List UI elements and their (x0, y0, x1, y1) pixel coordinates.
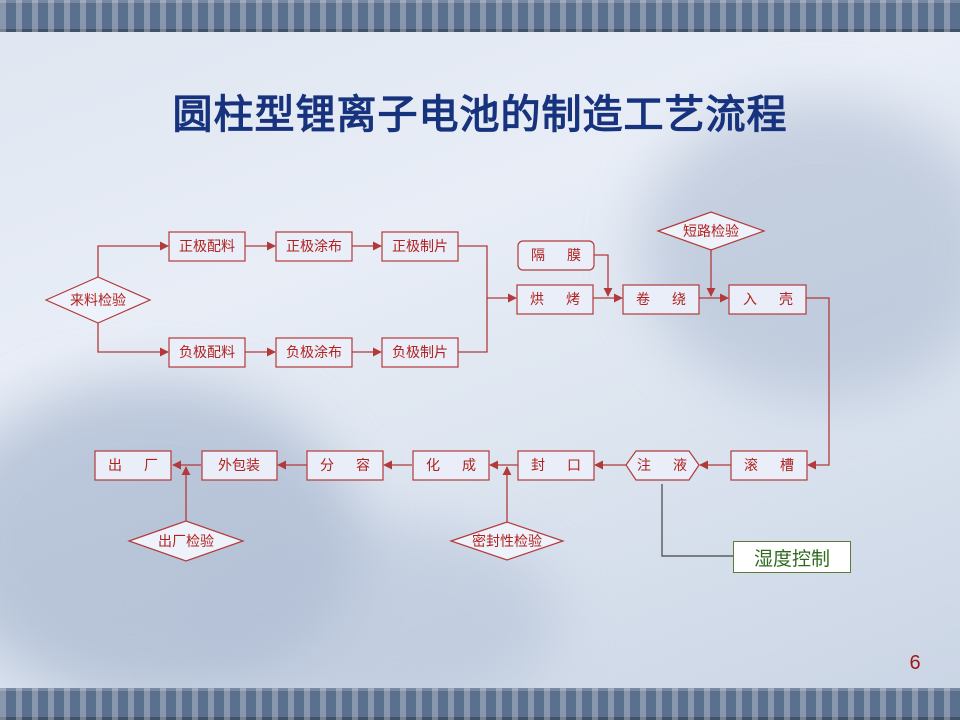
connector-cathode-sheet-merge (457, 245, 488, 298)
connector-separator-to-winding (594, 254, 613, 297)
node-anode-mixing-label: 负极配料 (179, 345, 235, 361)
node-winding-label: 卷绕 (636, 292, 708, 308)
node-sealing: 封口 (517, 450, 603, 481)
node-grooving: 滚槽 (730, 450, 816, 481)
node-separator-label: 隔膜 (531, 248, 603, 264)
node-baking-label: 烘烤 (530, 292, 602, 308)
node-anode-sheet-label: 负极制片 (392, 345, 448, 361)
node-casing-label: 入壳 (743, 291, 815, 308)
node-sealing-label: 封口 (531, 458, 603, 474)
node-anode-sheet: 负极制片 (381, 337, 459, 368)
connector-inspection-to-anode (97, 322, 169, 357)
node-packaging-label: 外包装 (218, 458, 260, 474)
node-outgoing-inspection-label: 出厂检验 (158, 534, 214, 550)
page-number: 6 (909, 652, 921, 674)
node-grading-label: 分容 (320, 457, 392, 474)
node-cathode-sheet-label: 正极制片 (392, 239, 448, 255)
node-cathode-sheet: 正极制片 (381, 231, 459, 262)
node-incoming-inspection: 来料检验 (44, 276, 152, 324)
node-casing: 入壳 (728, 284, 815, 315)
connector-humidity-control (661, 484, 733, 557)
node-short-circuit-check-label: 短路检验 (683, 224, 739, 240)
node-grooving-label: 滚槽 (744, 457, 816, 474)
node-separator: 隔膜 (517, 240, 603, 271)
connector-inspection-to-cathode (97, 241, 169, 278)
node-formation-label: 化成 (426, 458, 498, 474)
node-cathode-mixing: 正极配料 (168, 231, 246, 262)
connector-anode-sheet-merge (457, 298, 488, 353)
node-outgoing-inspection: 出厂检验 (127, 520, 245, 562)
node-electrolyte-filling: 注液 (625, 450, 709, 481)
node-grading: 分容 (306, 450, 392, 481)
node-shipping-label: 出厂 (108, 458, 180, 474)
humidity-control-box: 湿度控制 (733, 541, 851, 573)
node-anode-mixing: 负极配料 (168, 337, 246, 368)
node-anode-coating-label: 负极涂布 (286, 345, 342, 361)
top-border-band (0, 0, 960, 32)
humidity-control-label: 湿度控制 (753, 547, 830, 570)
node-cathode-mixing-label: 正极配料 (179, 239, 235, 255)
node-shipping: 出厂 (94, 450, 180, 481)
bottom-border-band (0, 688, 960, 720)
node-anode-coating: 负极涂布 (275, 337, 353, 368)
node-cathode-coating: 正极涂布 (275, 231, 353, 262)
connector-casing-to-grooving (806, 297, 830, 470)
node-incoming-inspection-label: 来料检验 (70, 293, 126, 309)
background-wash-right (640, 100, 960, 400)
slide-title: 圆柱型锂离子电池的制造工艺流程 (172, 91, 788, 138)
node-electrolyte-filling-label: 注液 (637, 458, 709, 474)
node-short-circuit-check: 短路检验 (656, 211, 766, 251)
node-cathode-coating-label: 正极涂布 (286, 239, 342, 255)
flow-connectors (97, 241, 830, 557)
node-seal-check-label: 密封性检验 (472, 533, 542, 550)
node-winding: 卷绕 (622, 284, 708, 315)
node-formation: 化成 (412, 450, 498, 481)
node-baking: 烘烤 (516, 284, 602, 315)
node-seal-check: 密封性检验 (449, 521, 565, 561)
node-packaging: 外包装 (201, 450, 278, 481)
